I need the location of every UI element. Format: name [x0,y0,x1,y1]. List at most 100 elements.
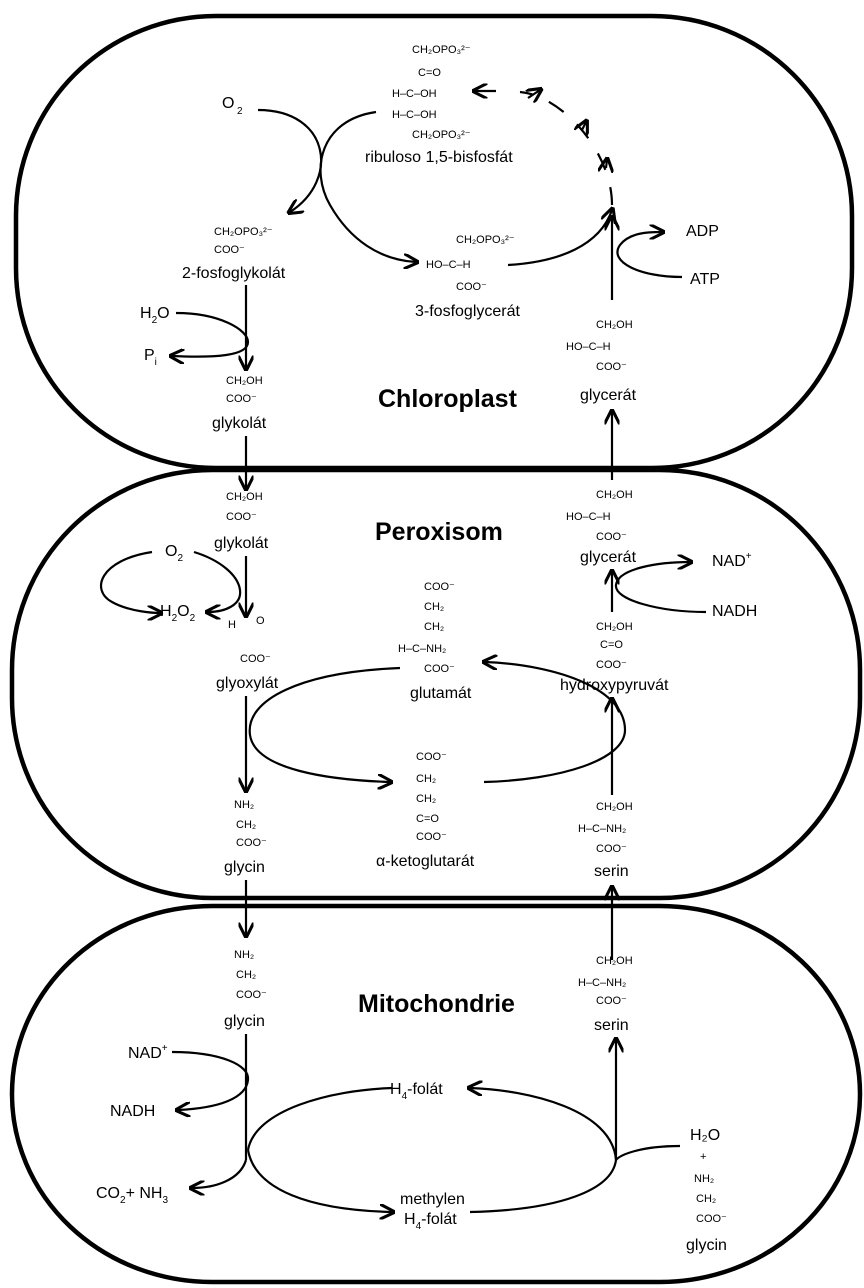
co2-nh3-label: CO2+ NH3 [96,1185,168,1206]
rubp-structure: CH₂OPO₃²⁻ C=O H–C–OH H–C–OH CH₂OPO₃²⁻ [392,44,471,141]
phosphoglycerate-structure: CH₂OPO₃²⁻ HO–C–H COO⁻ [426,234,515,293]
svg-text:H₂O: H₂O [690,1127,720,1144]
nadh-nad-arc [614,562,707,614]
cycle-chevron-2 [582,122,586,130]
peroxisome-membrane [9,467,863,901]
svg-text:HO–C–H: HO–C–H [566,511,611,523]
svg-text:NH₂: NH₂ [234,949,254,961]
svg-text:C=O: C=O [600,639,623,651]
folate-upper-arc [246,1086,393,1151]
svg-text:CH₂OPO₃²⁻: CH₂OPO₃²⁻ [412,129,471,141]
svg-text:H–C–OH: H–C–OH [392,109,437,121]
svg-text:CH₂: CH₂ [416,793,436,805]
svg-text:CH₂: CH₂ [424,621,444,633]
glycine-input-arc [615,1144,681,1161]
glutamate-structure: COO⁻ CH₂ CH₂ H–C–NH₂ COO⁻ [398,581,455,675]
serine-peroxisome-name: serin [594,863,629,880]
svg-text:CH₂OH: CH₂OH [596,319,633,331]
svg-text:COO⁻: COO⁻ [240,653,271,665]
svg-text:COO⁻: COO⁻ [456,281,487,293]
h2o2-label: H2O2 [160,603,196,624]
folate-lower-arc [246,1149,392,1212]
glycolate-chloroplast-structure: CH₂OH COO⁻ [226,375,263,405]
mitochondrion-membrane [9,903,863,1285]
glycine-input-name: glycin [686,1237,727,1254]
glycine-mito-name: glycin [224,1013,265,1030]
svg-text:CH₂OH: CH₂OH [226,375,263,387]
svg-text:HO–C–H: HO–C–H [566,341,611,353]
h2o-pi-arc [172,311,250,357]
serine-mito-name: serin [594,1017,629,1034]
svg-text:CH₂OH: CH₂OH [596,801,633,813]
cycle-chevron-1 [528,90,540,98]
cycle-chevron-3 [606,160,607,168]
glycolate-peroxisome-name: glykolát [214,535,269,552]
svg-text:CH₂OH: CH₂OH [596,489,633,501]
svg-text:HO–C–H: HO–C–H [426,259,471,271]
svg-text:H: H [228,619,236,631]
transamination-left-arc [248,666,401,782]
svg-text:CH₂: CH₂ [696,1193,716,1205]
glyoxylate-name: glyoxylát [216,675,279,692]
svg-text:CH₂OPO₃²⁻: CH₂OPO₃²⁻ [214,226,273,238]
o2-h2o2-cycle [100,550,160,613]
atp-label: ATP [690,271,720,288]
glycine-input-structure: H₂O + NH₂ CH₂ COO⁻ [690,1127,727,1225]
transamination-right-arc [484,662,627,784]
nad-mito: NAD+ [128,1043,168,1062]
rubp-name: ribuloso 1,5-bisfosfát [365,149,513,166]
atp-adp-arc [616,232,683,279]
peroxisome-title: Peroxisom [375,518,503,546]
svg-text:COO⁻: COO⁻ [424,663,455,675]
svg-text:+: + [700,1151,706,1163]
svg-text:H–C–NH₂: H–C–NH₂ [578,977,626,989]
serine-peroxisome-structure: CH₂OH H–C–NH₂ COO⁻ [578,801,633,855]
glycolate-peroxisome-structure: CH₂OH COO⁻ [226,491,263,523]
svg-text:COO⁻: COO⁻ [214,244,245,256]
phosphoglycolate-name: 2-fosfoglykolát [182,265,286,282]
svg-text:COO⁻: COO⁻ [226,511,257,523]
o2-perox: O2 [165,543,183,564]
pga-to-cycle-arrow [507,210,612,267]
svg-text:CH₂OH: CH₂OH [596,955,633,967]
glycerate-peroxisome-structure: CH₂OH HO–C–H COO⁻ [566,489,633,543]
glycerate-chloroplast-name: glycerát [580,387,637,404]
nad-nadh-arc [171,1050,250,1110]
h4folate-label: H4-folát [390,1081,443,1102]
glyoxylate-structure: H O COO⁻ [228,615,271,665]
svg-text:COO⁻: COO⁻ [596,843,627,855]
svg-text:CH₂: CH₂ [424,601,444,613]
glycerate-peroxisome-name: glycerát [580,549,637,566]
svg-text:C=O: C=O [416,813,439,825]
svg-text:COO⁻: COO⁻ [696,1213,727,1225]
phosphoglycerate-name: 3-fosfoglycerát [415,303,520,320]
glycerate-chloroplast-structure: CH₂OH HO–C–H COO⁻ [566,319,633,373]
glycine-mito-structure: NH₂ CH₂ COO⁻ [234,949,267,1001]
hydroxypyruvate-structure: CH₂OH C=O COO⁻ [596,621,633,671]
svg-text:CH₂: CH₂ [236,819,256,831]
svg-text:COO⁻: COO⁻ [236,989,267,1001]
svg-text:COO⁻: COO⁻ [596,361,627,373]
nadh-perox: NADH [712,603,757,620]
h2o-chloroplast: H2O [140,305,170,326]
folate-right-upper-arc [470,1088,618,1161]
ketoglutarate-structure: COO⁻ CH₂ CH₂ C=O COO⁻ [416,751,447,843]
co2-release-arrow [192,1159,248,1188]
svg-text:H–C–OH: H–C–OH [392,88,437,100]
mitochondrion-title: Mitochondrie [358,990,515,1018]
svg-text:COO⁻: COO⁻ [596,659,627,671]
folate-right-lower-arc [469,1159,618,1214]
svg-text:CH₂OPO₃²⁻: CH₂OPO₃²⁻ [456,234,515,246]
oxygenation-arc [257,108,323,212]
svg-text:NH₂: NH₂ [694,1173,714,1185]
methylene-h4folate-label: H4-folát [404,1211,457,1232]
svg-text:COO⁻: COO⁻ [596,995,627,1007]
svg-text:COO⁻: COO⁻ [226,393,257,405]
glycine-peroxisome-structure: NH₂ CH₂ COO⁻ [234,799,267,849]
svg-text:CH₂: CH₂ [236,969,256,981]
svg-text:CH₂OH: CH₂OH [596,621,633,633]
cycle-arc [519,90,614,206]
svg-text:C=O: C=O [418,67,441,79]
nad-perox: NAD+ [712,551,752,570]
